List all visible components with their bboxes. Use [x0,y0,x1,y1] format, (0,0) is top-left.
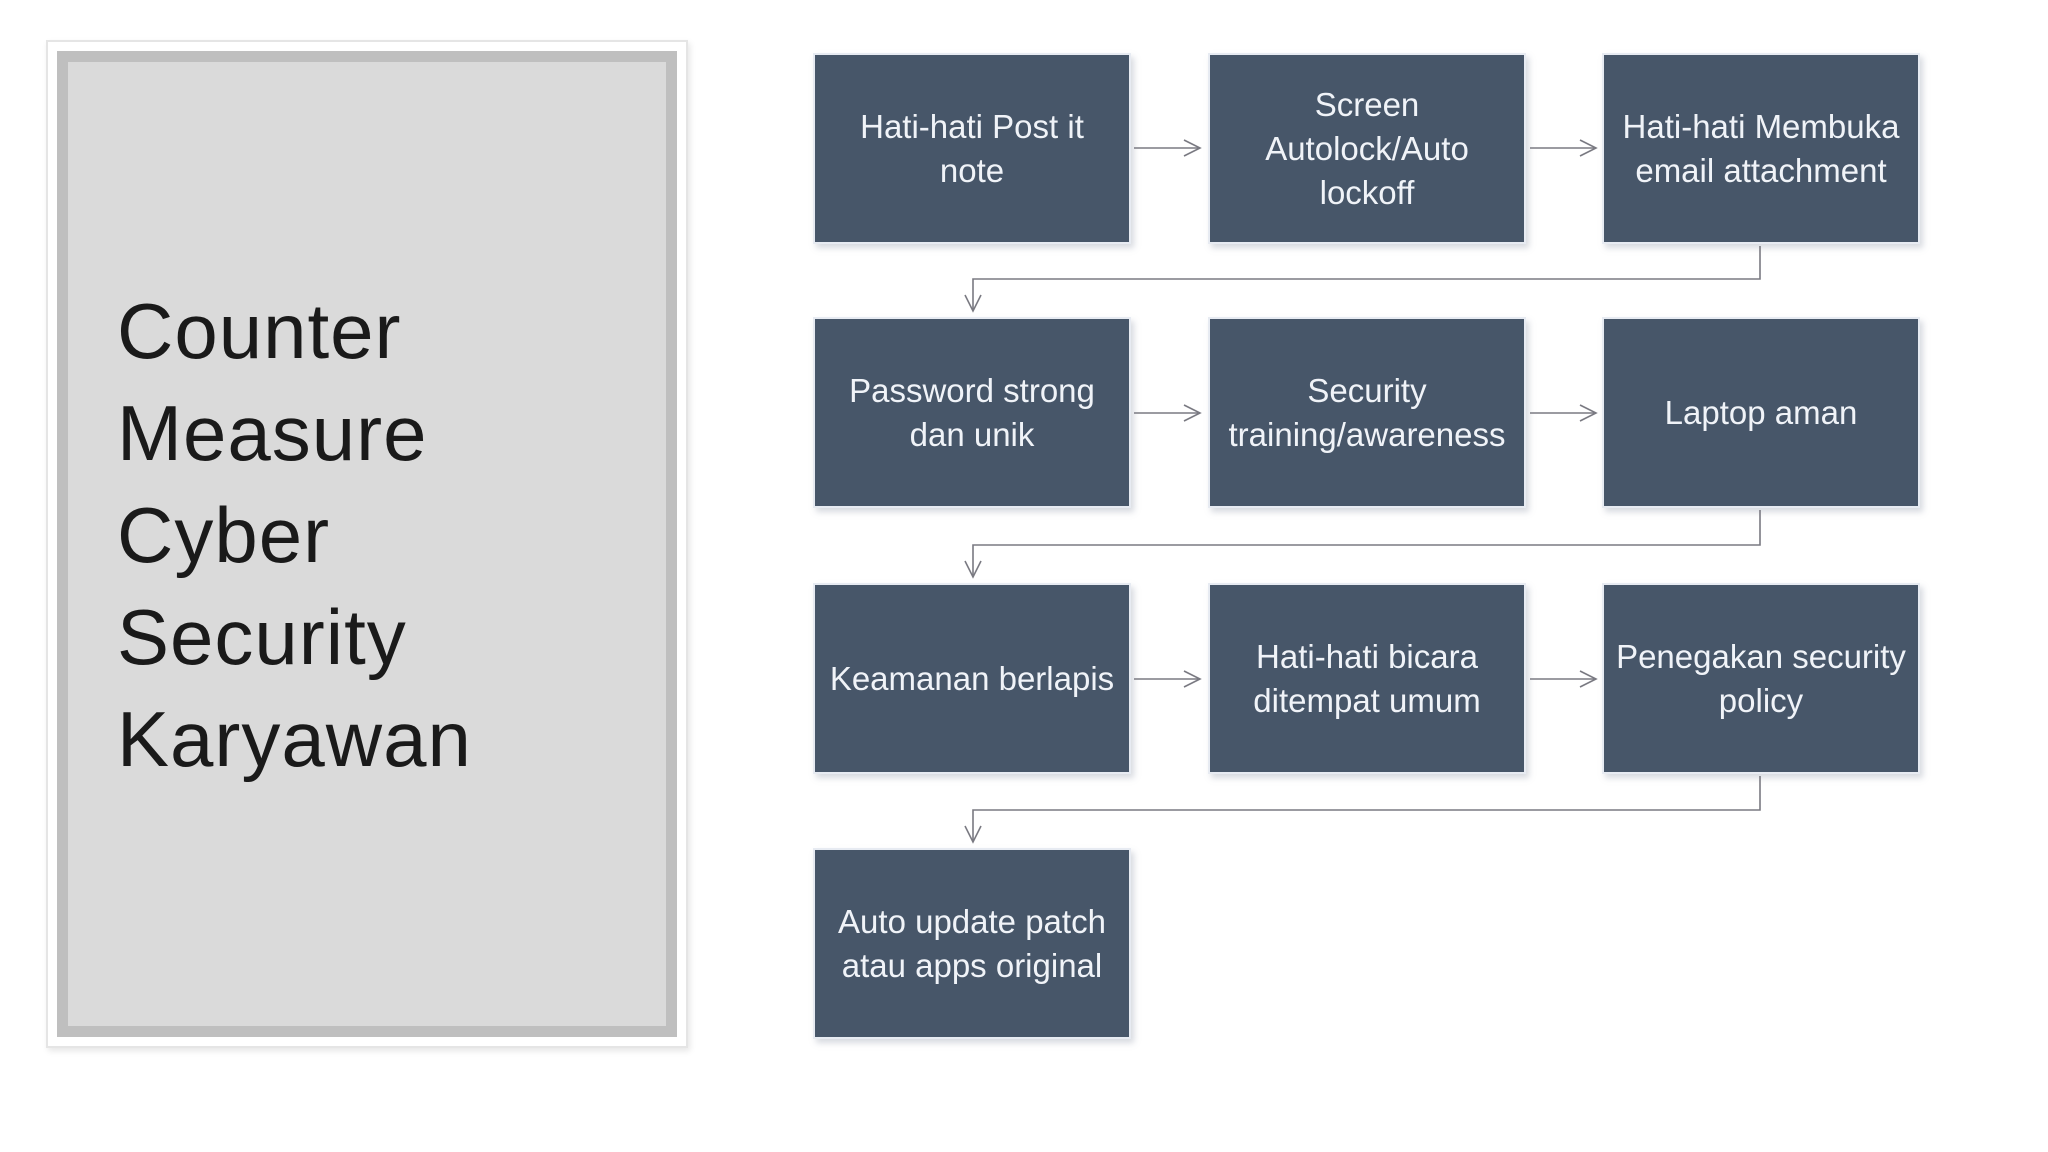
elbow-arrow-row1-to-row2 [964,246,1761,313]
title-panel-background [57,51,677,1037]
title-panel-frame [46,40,688,1048]
elbow-arrow-row3-to-row4 [964,776,1761,844]
flow-box-penegakan-security-policy: Penegakan security policy [1602,583,1920,774]
flow-box-security-training: Security training/awareness [1208,317,1526,508]
flow-box-keamanan-berlapis: Keamanan berlapis [813,583,1131,774]
flow-box-password-strong: Password strong dan unik [813,317,1131,508]
slide-title: Counter Measure Cyber Security Karyawan [117,287,472,783]
flow-box-laptop-aman: Laptop aman [1602,317,1920,508]
flow-box-hati-hati-post-it-note: Hati-hati Post it note [813,53,1131,244]
flow-box-screen-autolock: Screen Autolock/Auto lockoff [1208,53,1526,244]
flow-box-auto-update-patch: Auto update patch atau apps original [813,848,1131,1039]
elbow-arrow-row2-to-row3 [964,510,1761,579]
flow-box-hati-hati-bicara: Hati-hati bicara ditempat umum [1208,583,1526,774]
flow-box-email-attachment: Hati-hati Membuka email attachment [1602,53,1920,244]
